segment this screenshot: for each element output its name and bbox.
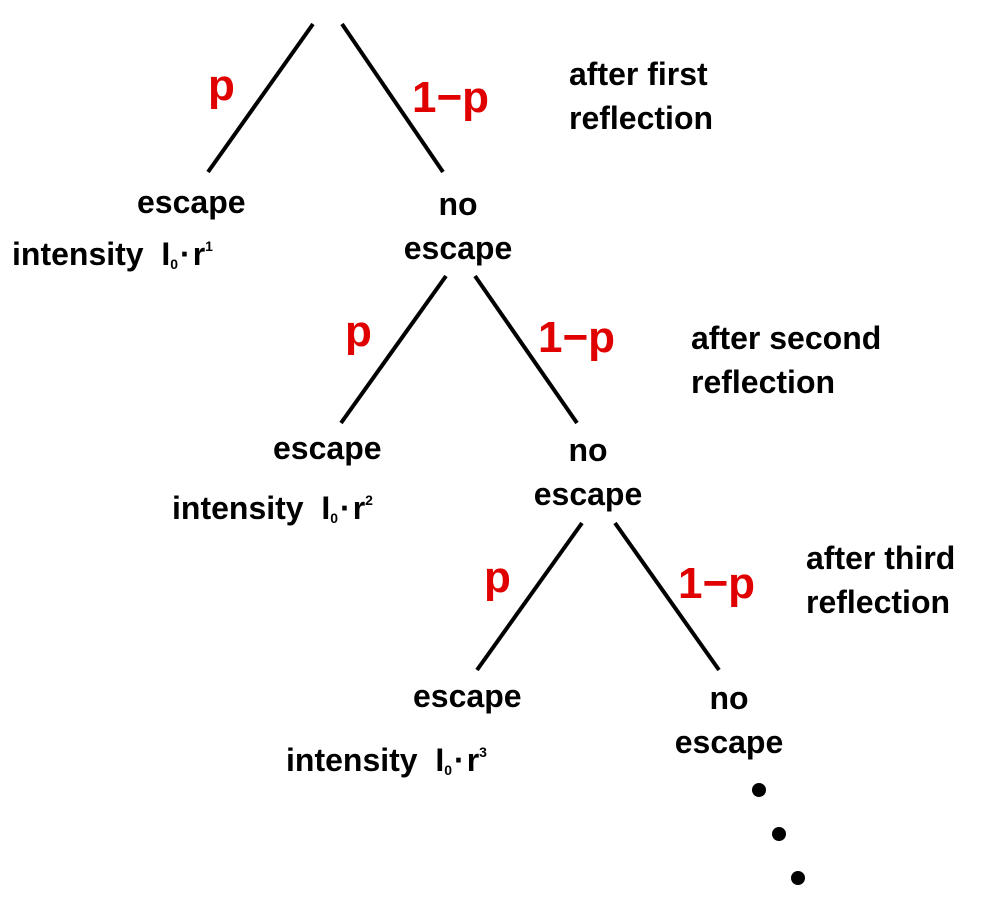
escape-node-3: escape [413,678,522,714]
intensity-label-2: intensity I0·r2 [172,490,373,526]
no-escape-node-3-line2: escape [674,724,784,760]
branch-prob-left-3: p [484,553,511,602]
branch-prob-left-2: p [345,307,372,356]
branch-line-left-1 [206,22,315,174]
branch-line-left-2 [339,274,448,425]
branch-line-left-3 [475,521,584,672]
continuation-dot-3 [791,871,805,885]
intensity-label-3: intensity I0·r3 [286,742,487,778]
intensity-exp-3: 3 [479,744,487,760]
stage-note-3: after third reflection [806,536,955,624]
stage-note-1: after first reflection [569,52,713,140]
branch-prob-right-1: 1−p [412,73,490,122]
continuation-dot-1 [752,783,766,797]
stage-note-2-line1: after second [691,320,882,356]
intensity-var-1: r [192,236,206,272]
intensity-base-2: I [321,490,331,526]
intensity-sub-1: 0 [170,256,179,272]
intensity-label-1: intensity I0·r1 [12,236,213,272]
continuation-dot-2 [772,827,786,841]
branch-line-right-2 [473,274,579,425]
intensity-op-1: · [180,236,191,272]
no-escape-node-1: no escape [396,182,520,270]
intensity-word-1: intensity [12,236,144,272]
stage-note-3-line1: after third [806,540,956,576]
intensity-sub-2: 0 [330,510,339,526]
branch-prob-right-2: 1−p [538,313,616,362]
intensity-op-2: · [340,490,351,526]
branch-prob-left-1: p [208,61,235,110]
stage-note-1-line1: after first [569,56,708,92]
intensity-word-2: intensity [172,490,304,526]
intensity-base-1: I [161,236,171,272]
branch-prob-right-3: 1−p [678,559,756,608]
stage-note-1-line2: reflection [569,100,714,136]
intensity-word-3: intensity [286,742,418,778]
stage-note-2: after second reflection [691,316,881,404]
intensity-var-3: r [466,742,480,778]
branch-line-right-1 [340,22,445,174]
intensity-var-2: r [352,490,366,526]
no-escape-node-2-line2: escape [533,476,643,512]
branch-line-right-3 [613,521,721,672]
intensity-op-3: · [454,742,465,778]
escape-node-2: escape [273,430,382,466]
intensity-exp-1: 1 [205,238,213,254]
no-escape-node-2-line1: no [568,432,608,468]
intensity-sub-3: 0 [444,762,453,778]
no-escape-node-3-line1: no [709,680,749,716]
intensity-base-3: I [435,742,445,778]
stage-note-3-line2: reflection [806,584,951,620]
no-escape-node-2: no escape [524,428,652,516]
no-escape-node-1-line1: no [438,186,478,222]
no-escape-node-3: no escape [665,676,793,764]
escape-node-1: escape [137,184,246,220]
stage-note-2-line2: reflection [691,364,836,400]
no-escape-node-1-line2: escape [403,230,513,266]
intensity-exp-2: 2 [365,492,373,508]
